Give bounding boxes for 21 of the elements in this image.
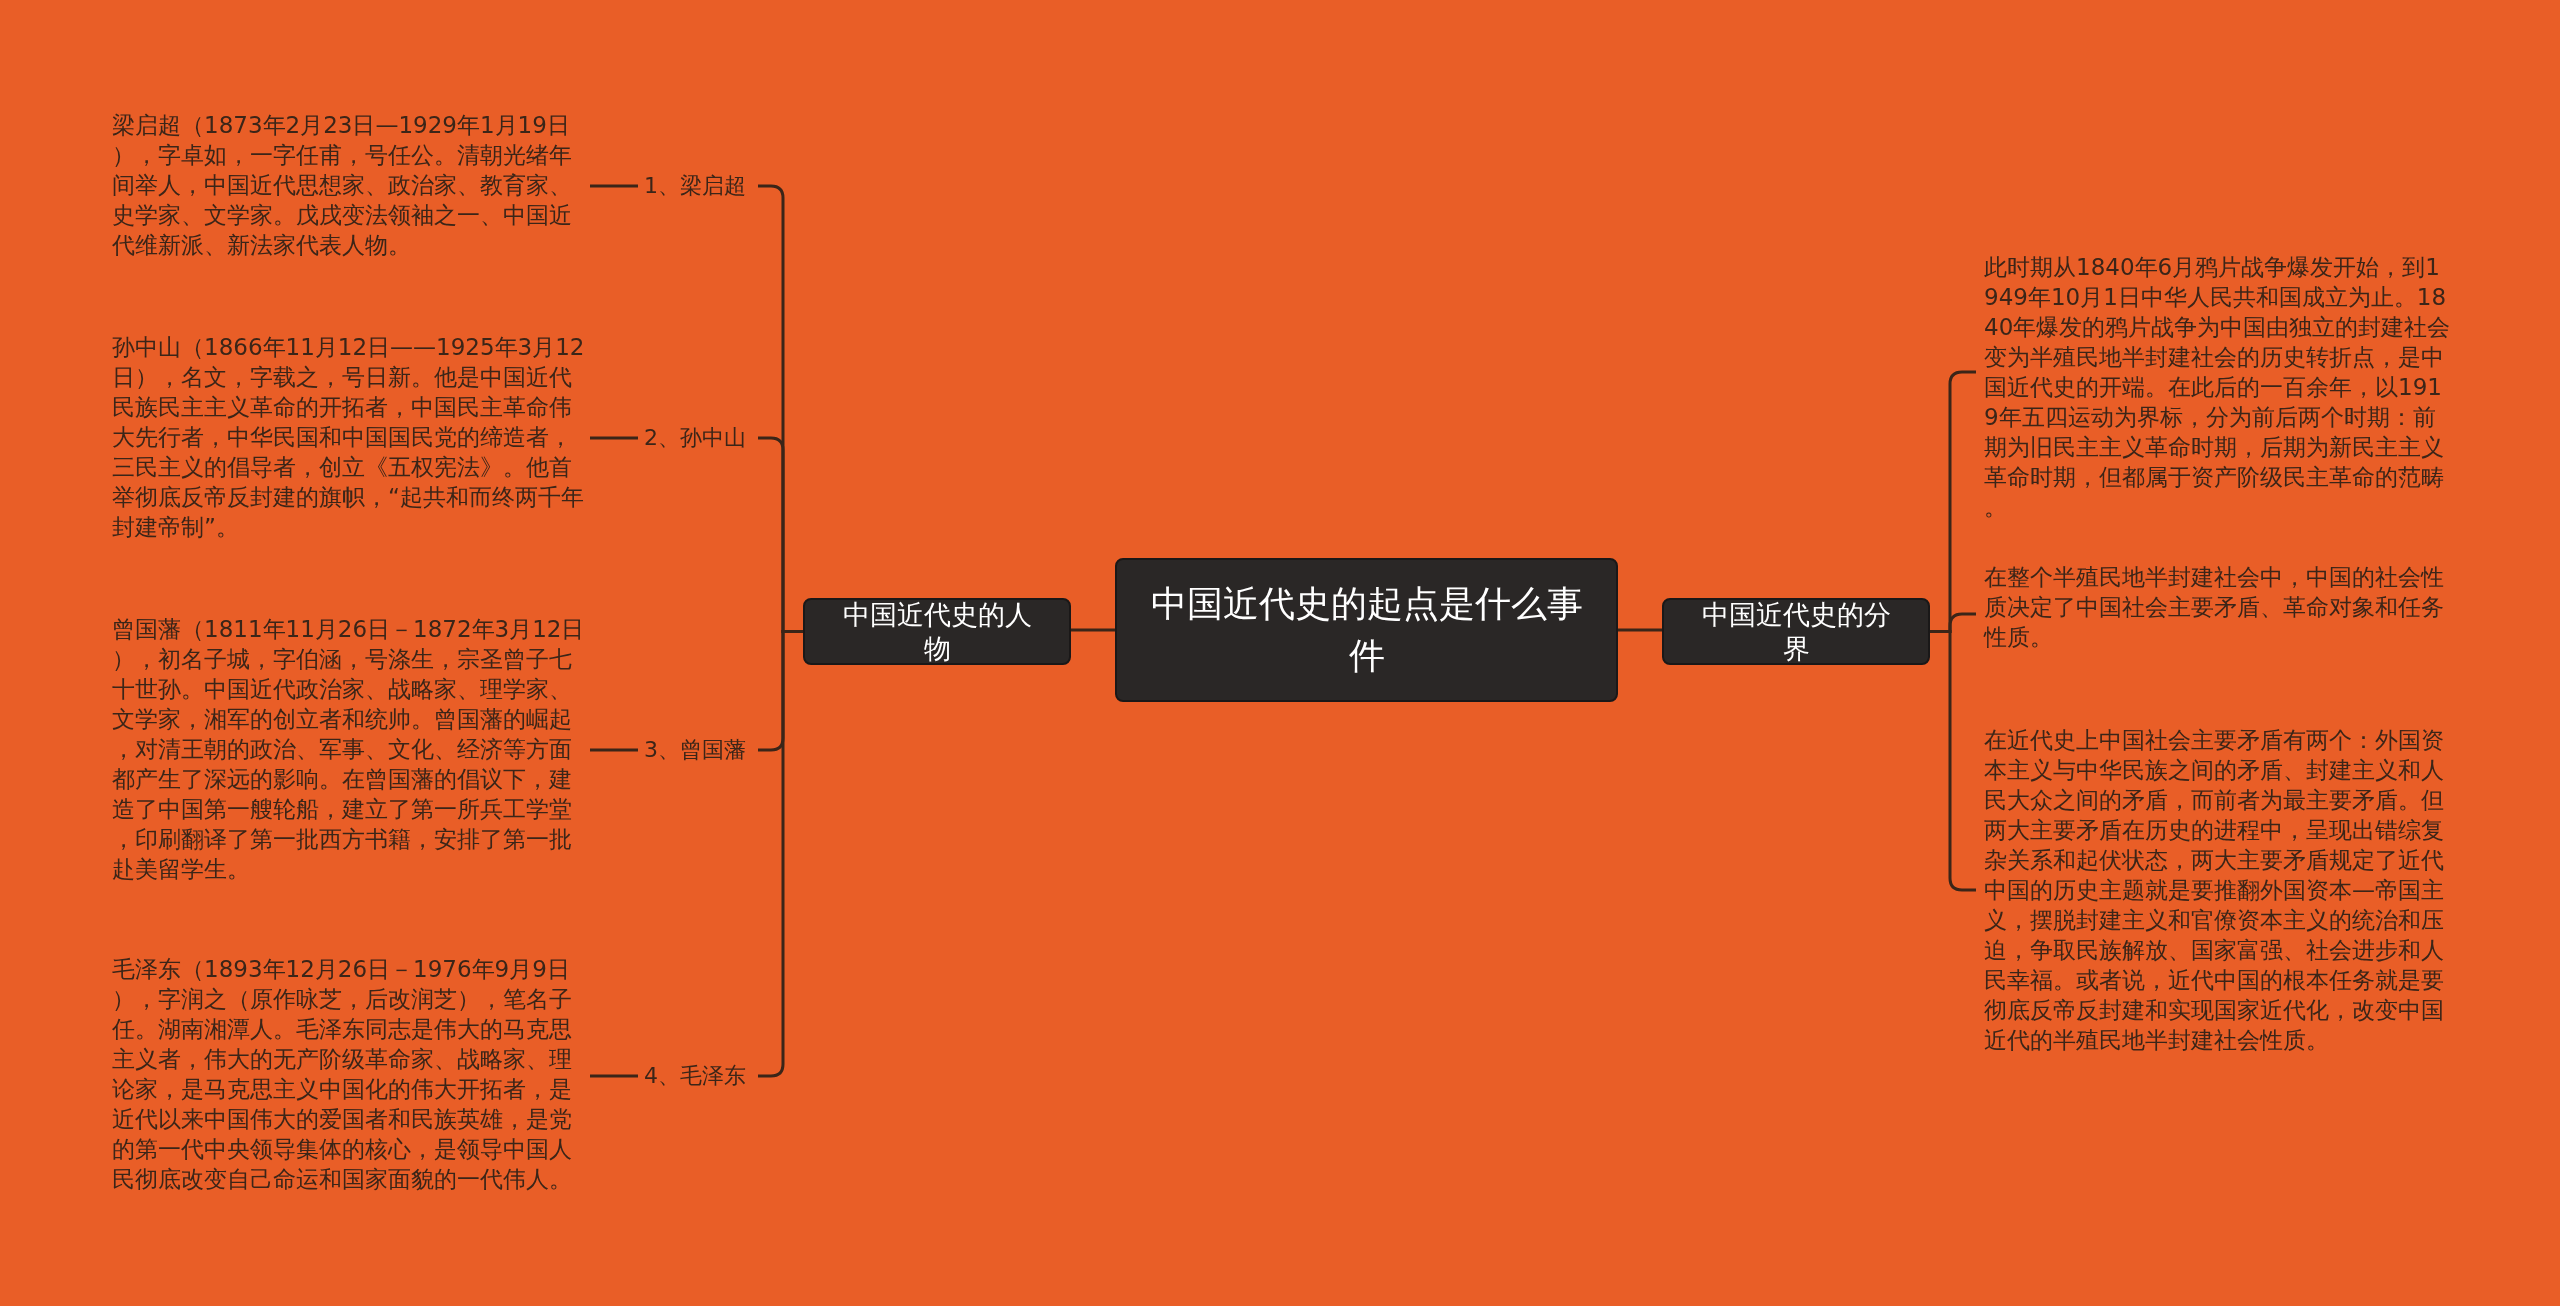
description-text: 此时期从1840年6月鸦片战争爆发开始，到1949年10月1日中华人民共和国成立为止。1840年爆发的鸦片战争为中国由独立的封建社会变为半殖民地半封建社会的历史转折点，是中国近代史的开端。在此后的一百余年，以1919年五四运动为界标，分为前后两个时期：前期为旧民主主义革命时期，后期为新民主主义革命时期，但都属于资产阶级民主革命的范畴。	[1984, 253, 2452, 522]
topic-label: 2、孙中山	[644, 424, 747, 452]
description-text: 毛泽东（1893年12月26日－1976年9月9日），字润之（原作咏芝，后改润芝），笔名子任。湖南湘潭人。毛泽东同志是伟大的马克思主义者，伟大的无产阶级革命家、战略家、理论家，是马克思主义中国化的伟大开拓者，是近代以来中国伟大的爱国者和民族英雄，是党的第一代中央领导集体的核心，是领导中国人民彻底改变自己命运和国家面貌的一代伟人。	[112, 955, 573, 1194]
topic-label: 3、曾国藩	[644, 736, 747, 764]
connector-line	[590, 1074, 638, 1078]
topic-box: 中国近代史的人物	[803, 598, 1071, 665]
central-topic-box: 中国近代史的起点是什么事件	[1115, 558, 1618, 702]
connector-line	[1071, 628, 1115, 632]
connector-line	[590, 436, 638, 440]
connector-line	[758, 630, 803, 1078]
description-text: 在整个半殖民地半封建社会中，中国的社会性质决定了中国社会主要矛盾、革命对象和任务性质。	[1984, 563, 2445, 652]
connector-line	[1618, 628, 1662, 632]
description-text: 曾国藩（1811年11月26日－1872年3月12日），初名子城，字伯涵，号涤生，宗圣曾子七十世孙。中国近代政治家、战略家、理学家、文学家，湘军的创立者和统帅。曾国藩的崛起，对清王朝的政治、军事、文化、经济等方面都产生了深远的影响。在曾国藩的倡议下，建造了中国第一艘轮船，建立了第一所兵工学堂，印刷翻译了第一批西方书籍，安排了第一批赴美留学生。	[112, 615, 586, 884]
description-text: 梁启超（1873年2月23日—1929年1月19日），字卓如，一字任甫，号任公。清朝光绪年间举人，中国近代思想家、政治家、教育家、史学家、文学家。戊戌变法领袖之一、中国近代维新派、新法家代表人物。	[112, 111, 573, 260]
connector-line	[590, 184, 638, 188]
topic-label: 4、毛泽东	[644, 1062, 747, 1090]
description-text: 孙中山（1866年11月12日——1925年3月12日），名文，字载之，号日新。他是中国近代民族民主主义革命的开拓者，中国民主革命伟大先行者，中华民国和中国国民党的缔造者，三民主义的倡导者，创立《五权宪法》。他首举彻底反帝反封建的旗帜，“起共和而终两千年封建帝制”。	[112, 333, 586, 542]
topic-label: 1、梁启超	[644, 172, 747, 200]
connector-line	[590, 748, 638, 752]
topic-box: 中国近代史的分界	[1662, 598, 1930, 665]
description-text: 在近代史上中国社会主要矛盾有两个：外国资本主义与中华民族之间的矛盾、封建主义和人民大众之间的矛盾，而前者为最主要矛盾。但两大主要矛盾在历史的进程中，呈现出错综复杂关系和起伏状态，两大主要矛盾规定了近代中国的历史主题就是要推翻外国资本—帝国主义，摆脱封建主义和官僚资本主义的统治和压迫，争取民族解放、国家富强、社会进步和人民幸福。或者说，近代中国的根本任务就是要彻底反帝反封建和实现国家近代化，改变中国近代的半殖民地半封建社会性质。	[1984, 726, 2445, 1055]
